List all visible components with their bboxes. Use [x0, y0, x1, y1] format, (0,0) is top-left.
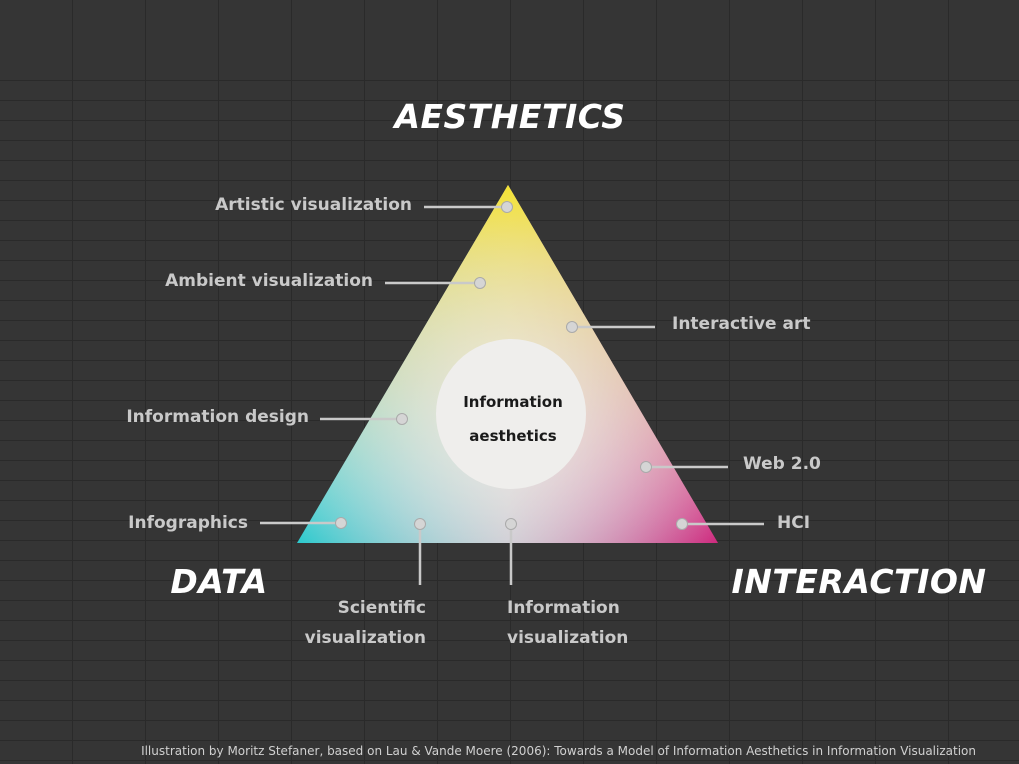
label-scientific-line1: Scientific: [338, 598, 426, 618]
label-hci: HCI: [777, 513, 810, 533]
label-ambient-visualization: Ambient visualization: [165, 271, 373, 291]
label-scientific-line2: visualization: [305, 628, 426, 648]
annotation-information-visualization: Information visualization: [505, 518, 628, 648]
attribution-caption: Illustration by Moritz Stefaner, based o…: [141, 744, 976, 758]
label-interactive-art: Interactive art: [672, 314, 810, 334]
annotation-hci: HCI: [676, 513, 810, 533]
label-artistic-visualization: Artistic visualization: [215, 195, 412, 215]
annotation-ambient-visualization: Ambient visualization: [165, 271, 486, 291]
header-band: [0, 0, 1019, 81]
label-infovis-line2: visualization: [507, 628, 628, 648]
annotation-scientific-visualization: Scientific visualization: [305, 518, 426, 648]
corner-label-interaction: INTERACTION: [731, 562, 986, 601]
marker-dot: [640, 461, 652, 473]
corner-label-data: DATA: [170, 562, 267, 601]
marker-dot: [676, 518, 688, 530]
label-web-2-0: Web 2.0: [743, 454, 821, 474]
marker-dot: [501, 201, 513, 213]
center-circle: Information aesthetics: [436, 339, 586, 489]
annotation-artistic-visualization: Artistic visualization: [215, 195, 513, 215]
marker-dot: [335, 517, 347, 529]
center-label-line1: Information: [463, 393, 563, 411]
marker-dot: [474, 277, 486, 289]
label-infographics: Infographics: [128, 513, 248, 533]
annotation-interactive-art: Interactive art: [566, 314, 810, 334]
annotation-information-design: Information design: [126, 407, 408, 427]
annotation-web-2-0: Web 2.0: [640, 454, 821, 474]
center-label-line2: aesthetics: [469, 427, 556, 445]
label-information-design: Information design: [126, 407, 309, 427]
annotation-infographics: Infographics: [128, 513, 347, 533]
corner-label-aesthetics: AESTHETICS: [391, 97, 625, 136]
marker-dot: [414, 518, 426, 530]
marker-dot: [505, 518, 517, 530]
marker-dot: [566, 321, 578, 333]
marker-dot: [396, 413, 408, 425]
label-infovis-line1: Information: [507, 598, 620, 618]
